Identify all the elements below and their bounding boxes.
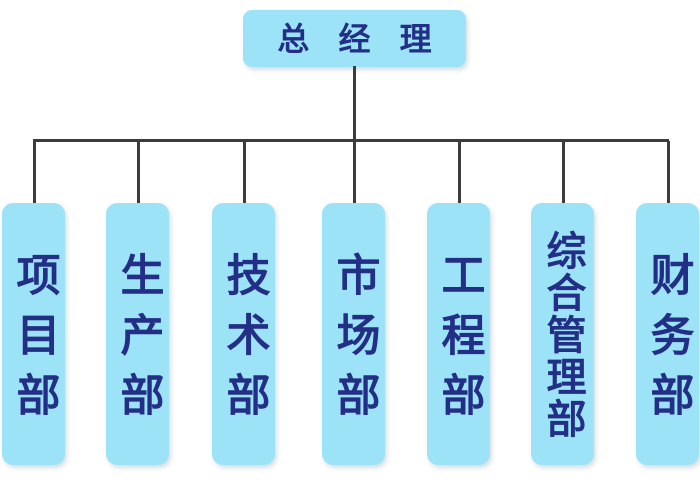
connector-drop-admin	[562, 141, 565, 205]
node-production-dept-label: 生产部	[112, 252, 164, 432]
connector-drop-finance	[667, 141, 670, 205]
node-general-manager[interactable]: 总 经 理	[243, 10, 466, 67]
connector-drop-marketing	[353, 141, 356, 205]
node-general-manager-label: 总 经 理	[277, 19, 441, 58]
connector-drop-technology	[243, 141, 246, 205]
node-engineering-dept[interactable]: 工程部	[427, 203, 490, 465]
node-technology-dept-label: 技术部	[218, 252, 270, 432]
node-finance-dept[interactable]: 财务部	[636, 203, 699, 465]
node-finance-dept-label: 财务部	[642, 252, 694, 432]
node-admin-dept[interactable]: 综合管理部	[531, 203, 594, 465]
node-marketing-dept[interactable]: 市场部	[322, 203, 385, 465]
node-project-dept[interactable]: 项目部	[2, 203, 65, 465]
connector-trunk-vertical	[353, 66, 356, 142]
connector-horizontal-bus	[33, 139, 669, 142]
node-engineering-dept-label: 工程部	[433, 252, 485, 432]
connector-drop-production	[137, 141, 140, 205]
node-admin-dept-label: 综合管理部	[539, 230, 586, 440]
connector-drop-engineering	[458, 141, 461, 205]
node-project-dept-label: 项目部	[8, 252, 60, 432]
connector-drop-project	[33, 141, 36, 205]
node-marketing-dept-label: 市场部	[328, 252, 380, 432]
node-production-dept[interactable]: 生产部	[106, 203, 169, 465]
node-technology-dept[interactable]: 技术部	[212, 203, 275, 465]
